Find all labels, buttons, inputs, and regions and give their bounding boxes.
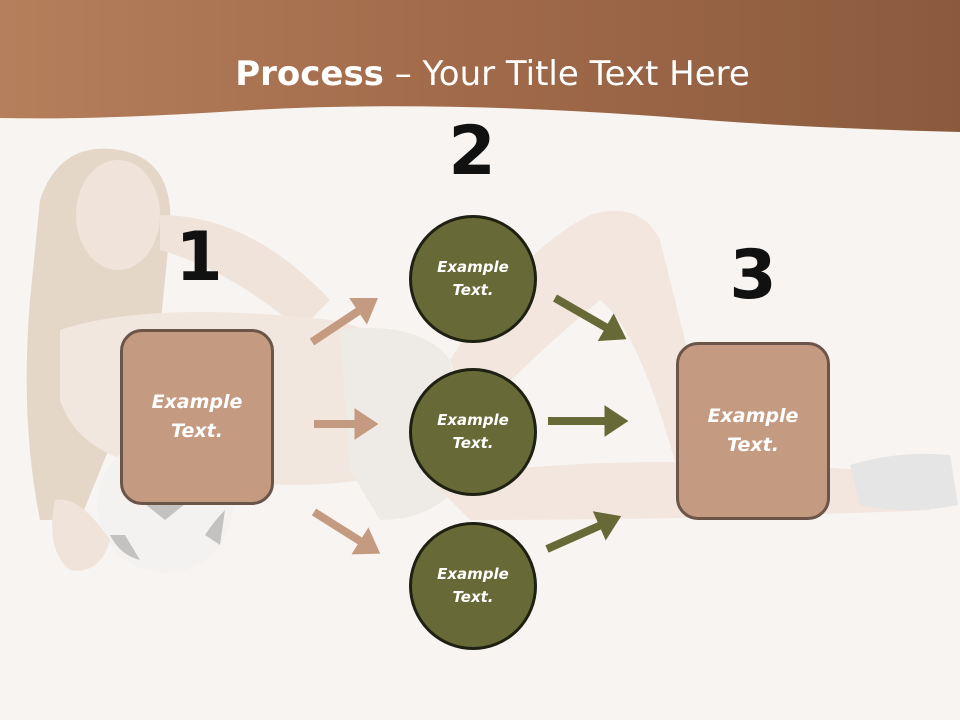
circle-top-text: Example Text.	[437, 258, 509, 299]
step-1-text: Example Text.	[151, 391, 243, 442]
step-2-circle-middle: Example Text.	[409, 368, 537, 496]
title-bold: Process	[235, 54, 384, 94]
step-2-circle-bottom: Example Text.	[409, 522, 537, 650]
arrow-top-to-3	[553, 294, 627, 342]
step-2-circle-top: Example Text.	[409, 215, 537, 343]
step-3-box: Example Text.	[676, 342, 830, 520]
header-band	[0, 0, 960, 132]
circle-bottom-text: Example Text.	[437, 565, 509, 606]
arrow-1-to-top	[309, 298, 378, 346]
step-number-1: 1	[175, 218, 223, 297]
title-rest: – Your Title Text Here	[383, 54, 750, 94]
step-3-text: Example Text.	[707, 405, 799, 456]
circle-middle-text: Example Text.	[437, 411, 509, 452]
arrow-1-to-bottom	[311, 508, 381, 555]
arrow-bottom-to-3	[545, 511, 622, 553]
step-1-box: Example Text.	[120, 329, 274, 505]
page-title: Process – Your Title Text Here	[0, 52, 960, 96]
step-number-2: 2	[448, 112, 496, 191]
step-number-3: 3	[729, 236, 777, 315]
